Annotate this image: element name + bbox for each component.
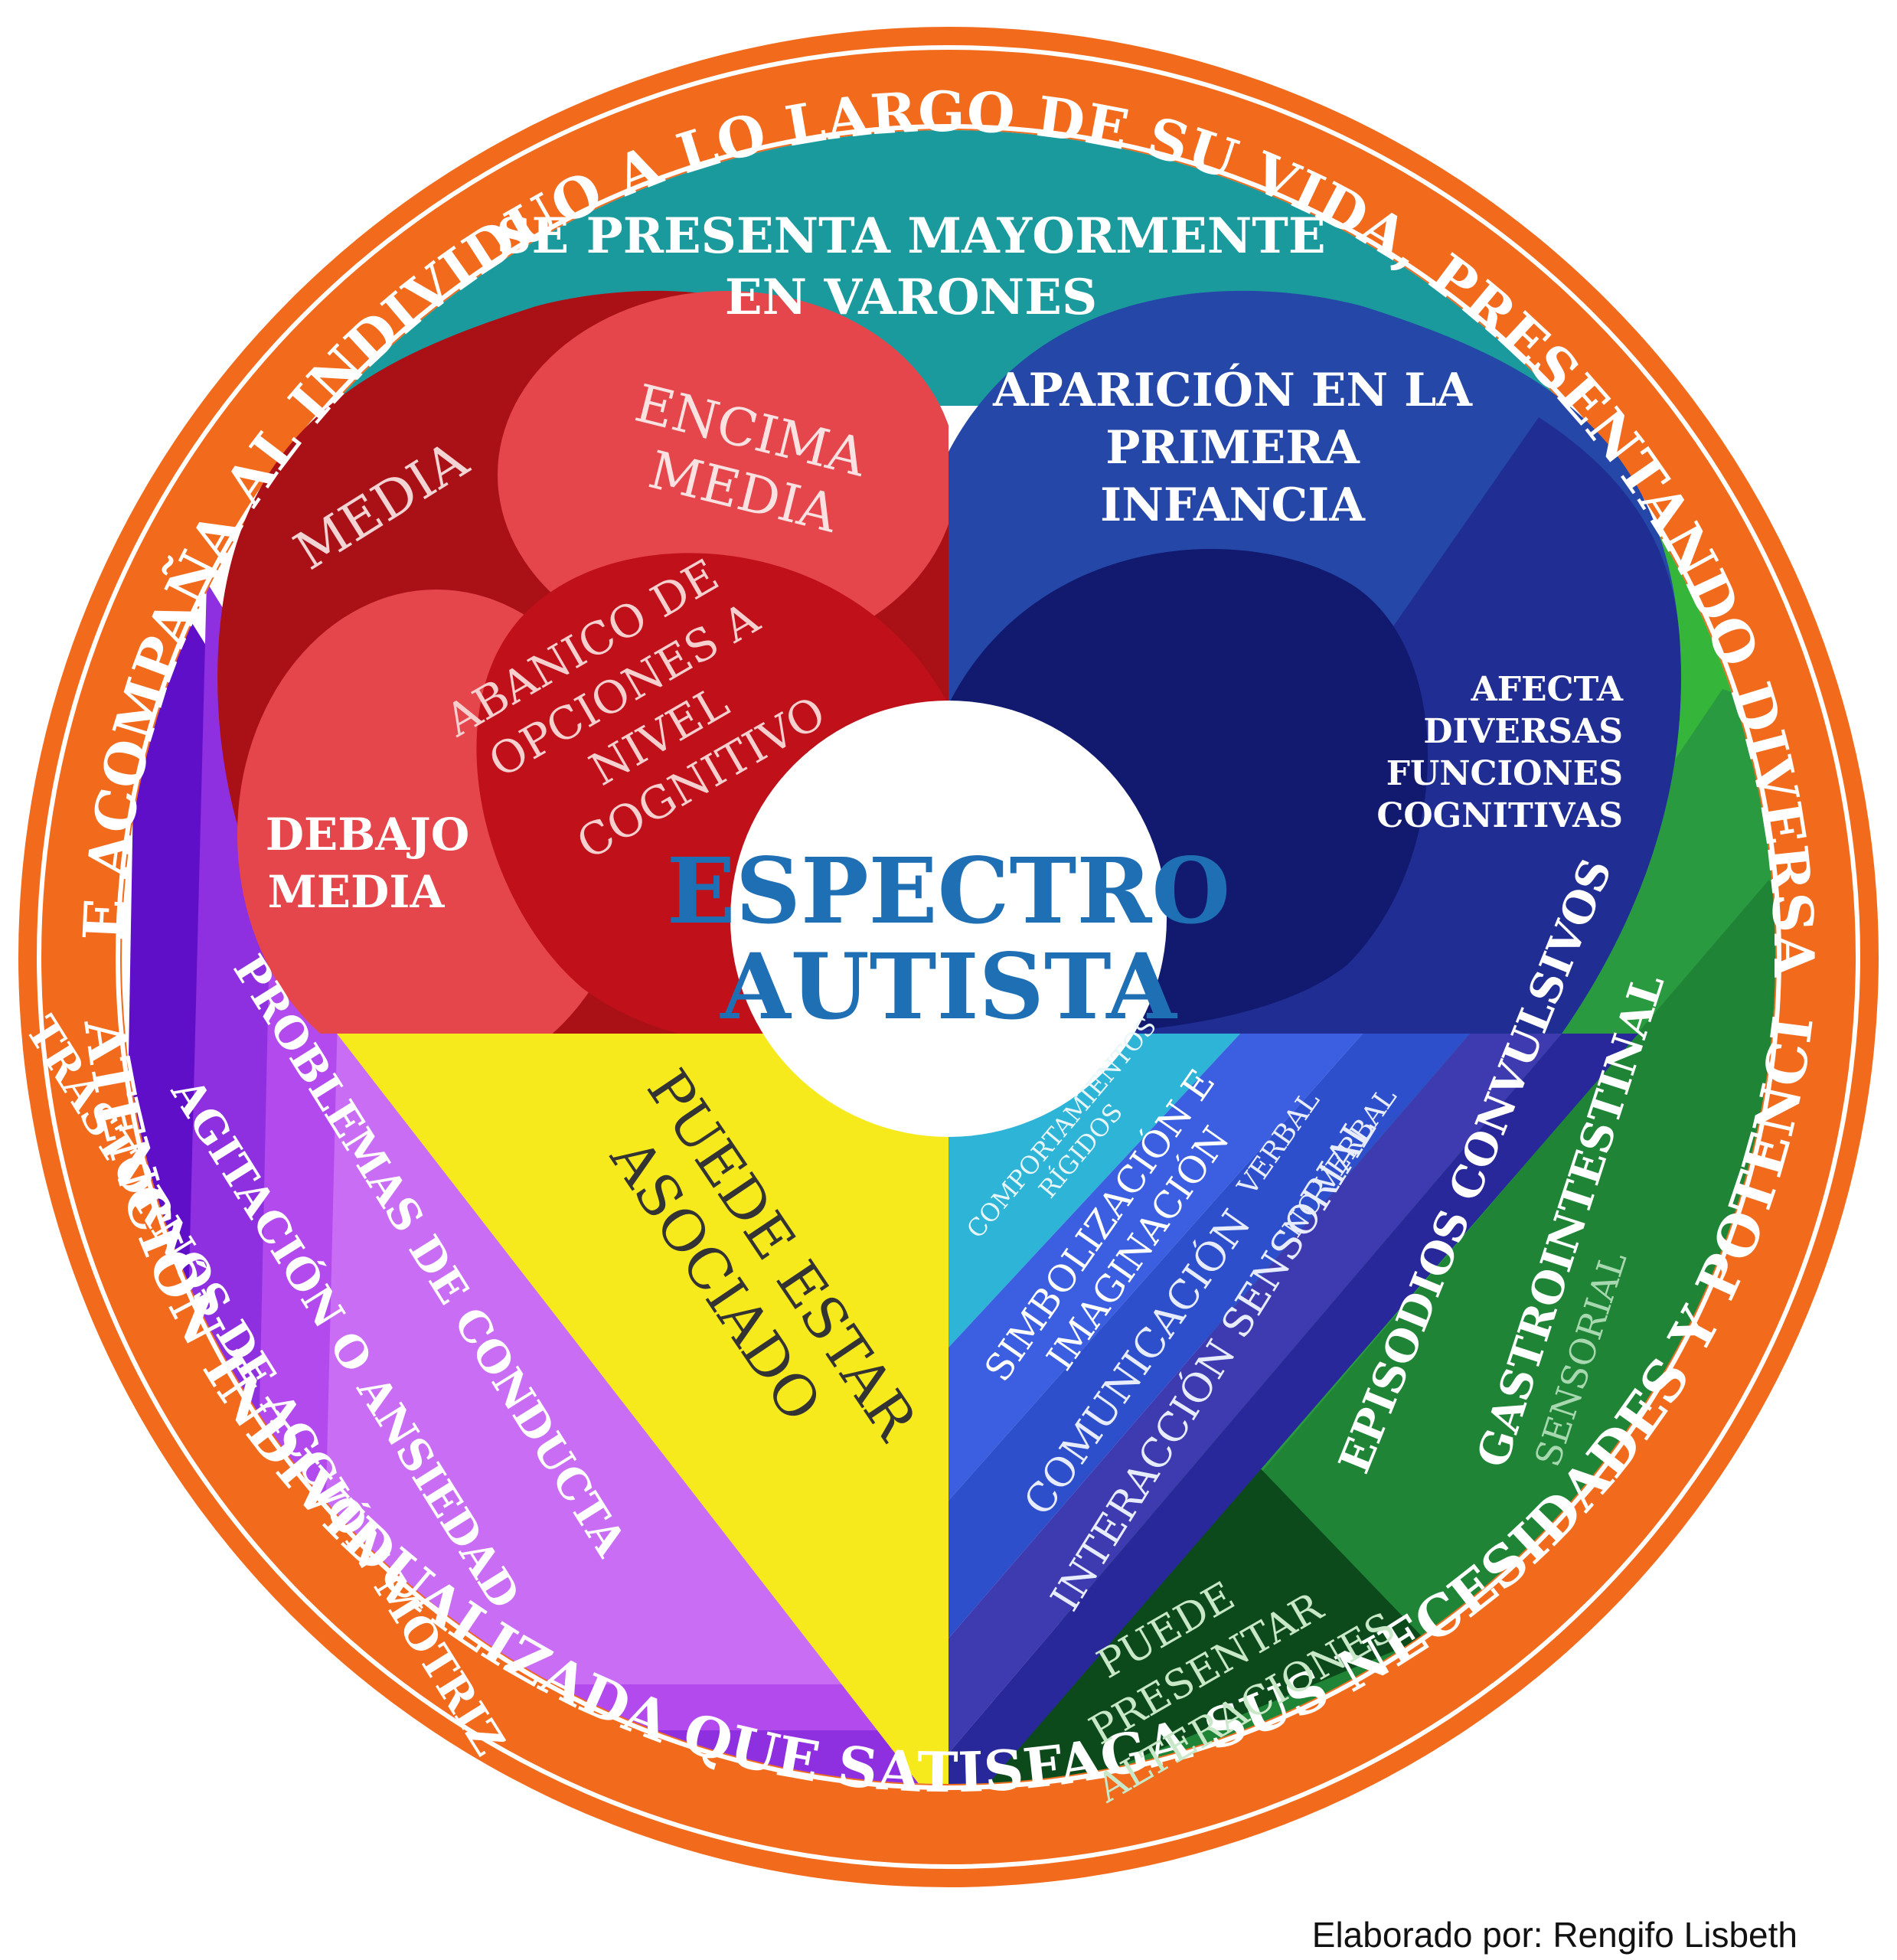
label-debajo-line1: DEBAJO: [266, 808, 470, 861]
teal-text-line2: EN VARONES: [725, 269, 1097, 326]
label-afecta-line4: COGNITIVAS: [1376, 796, 1623, 835]
green-band-darkest: [948, 1439, 1424, 1784]
ring-inner-line-2: [116, 124, 1781, 1790]
center-circle: [730, 701, 1167, 1137]
label-aparicion-line1: APARICIÓN EN LA: [992, 363, 1473, 417]
center-title-line2: AUTISTA: [720, 933, 1177, 1040]
label-aparicion-line3: INFANCIA: [1100, 479, 1366, 532]
credit-text: Elaborado por: Rengifo Lisbeth: [1311, 1915, 1797, 1955]
label-afecta-line2: DIVERSAS: [1423, 712, 1623, 751]
label-afecta-line3: FUNCIONES: [1386, 754, 1623, 793]
label-aparicion-line2: PRIMERA: [1105, 421, 1360, 475]
blue-stripe-dark: [948, 1034, 1638, 1784]
teal-text-line1: SE PRESENTA MAYORMENTE: [496, 207, 1325, 265]
label-afecta-line1: AFECTA: [1471, 670, 1624, 709]
center-title-line1: ESPECTRO: [667, 838, 1230, 944]
yellow-triangle: [337, 1034, 948, 1784]
label-debajo-line2: MEDIA: [268, 866, 446, 918]
ring-inner-line: [37, 45, 1860, 1869]
